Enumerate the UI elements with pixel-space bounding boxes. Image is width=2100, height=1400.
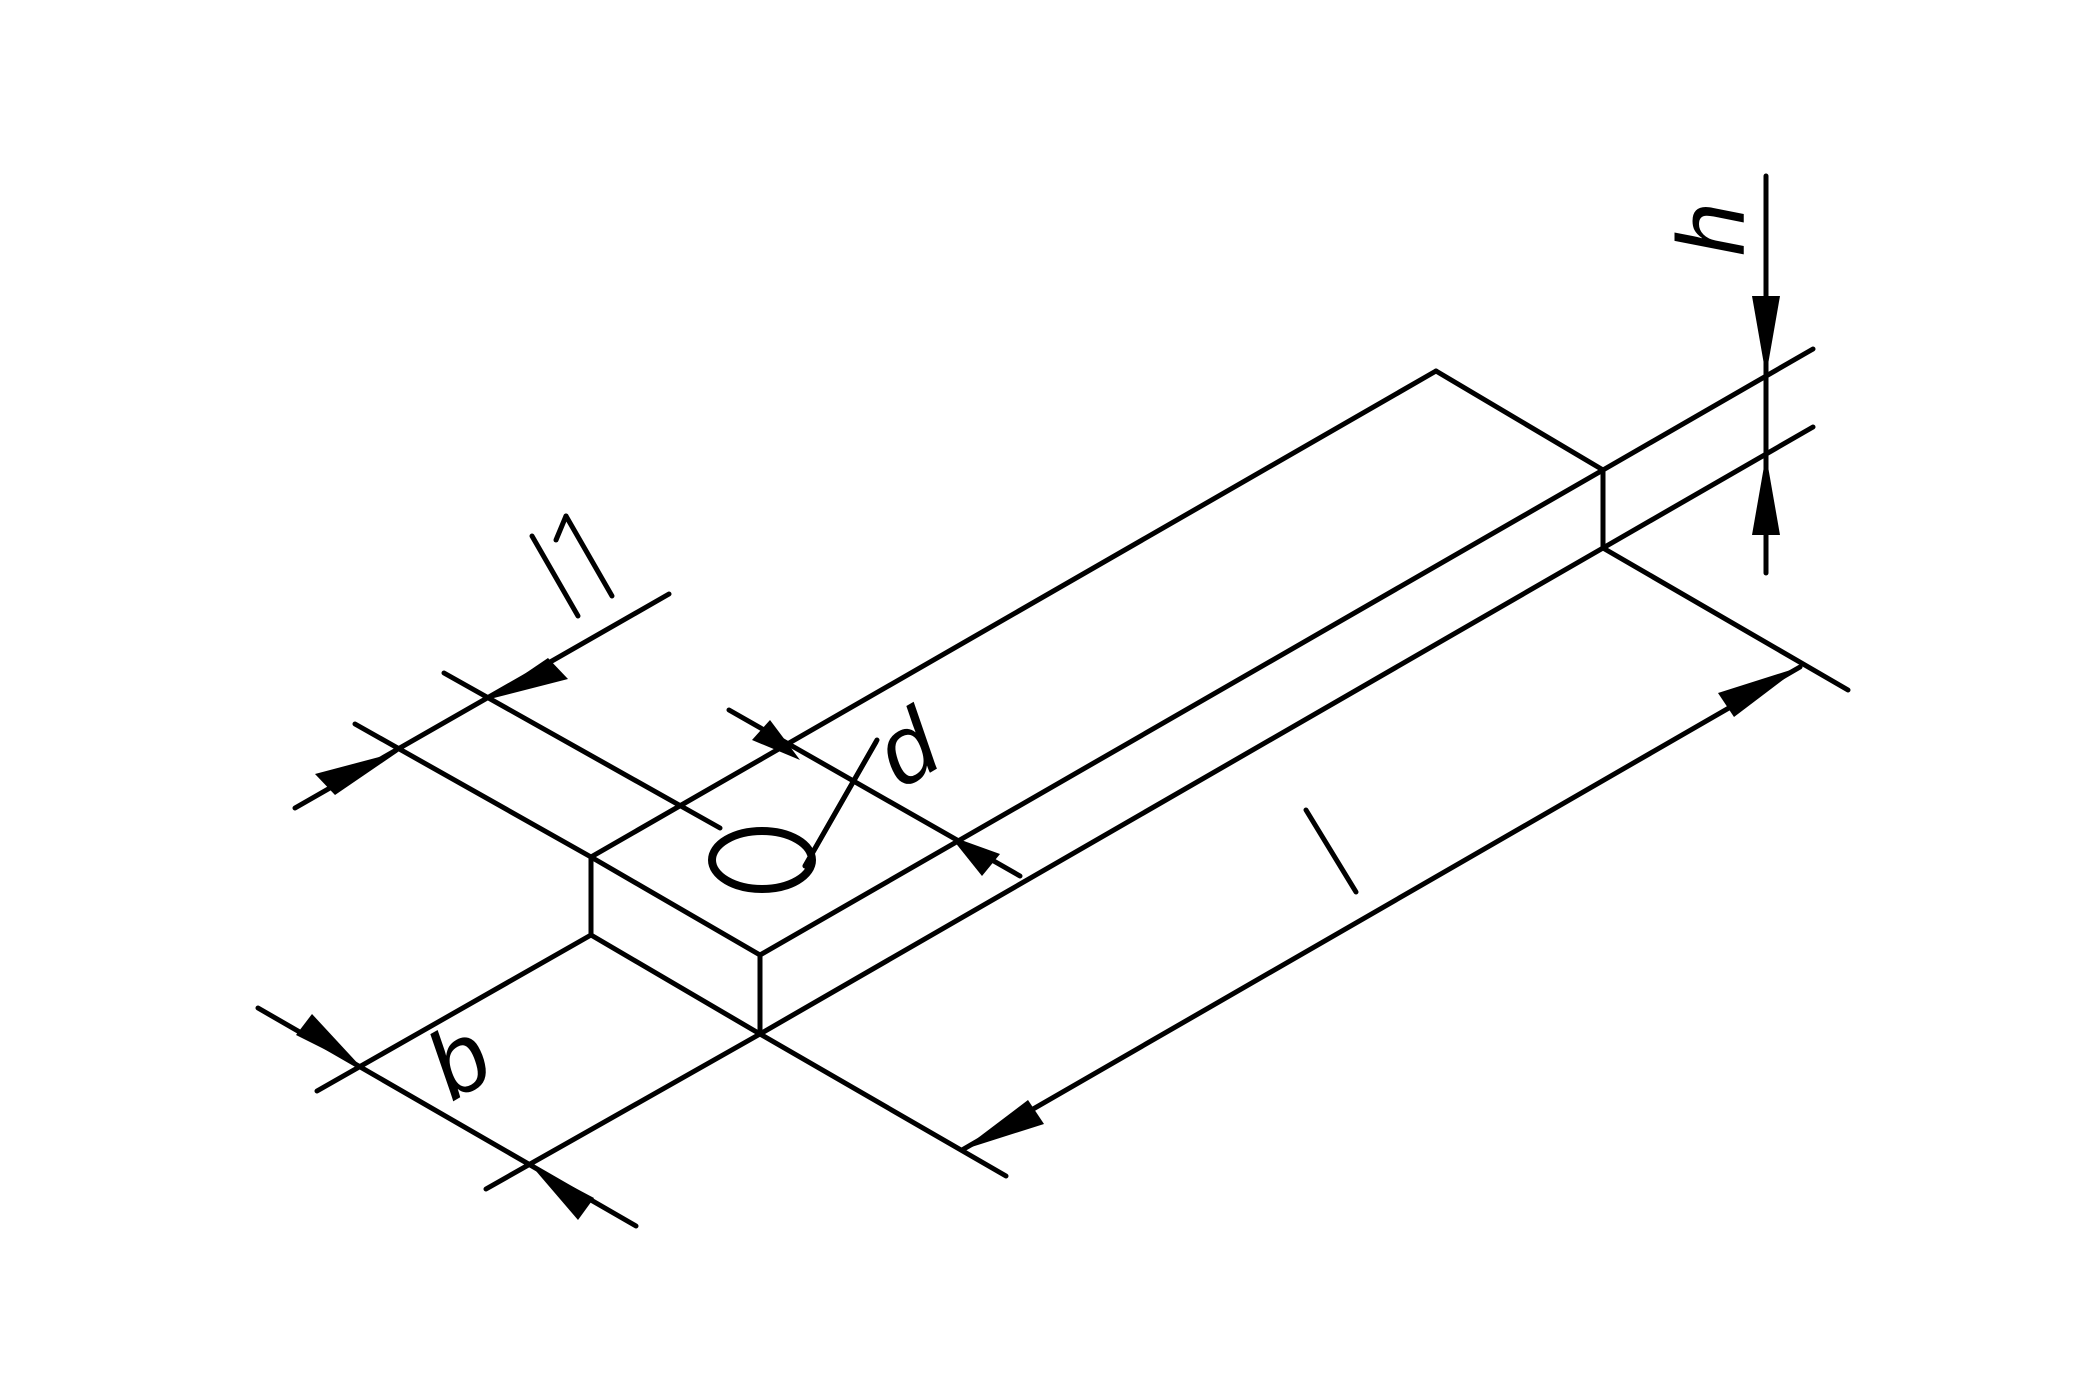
- l-label-stroke: [1303, 807, 1359, 895]
- b-arrow-right: [530, 1164, 594, 1220]
- h-extension-top: [1600, 346, 1816, 473]
- l-dimension-line: [959, 664, 1803, 1153]
- bottom-front-long-edge: [757, 545, 1606, 1037]
- l1-label-stroke-l: [529, 533, 581, 619]
- top-back-long-edge: [588, 368, 1439, 860]
- l1-label: l1: [529, 513, 615, 619]
- bar-body: [588, 368, 1606, 1037]
- l1-label-stroke-1: [563, 513, 615, 599]
- l1-extension-end: [352, 721, 594, 860]
- h-arrow-top: [1752, 296, 1780, 376]
- l1-arrow-left: [315, 752, 398, 795]
- top-front-long-edge: [757, 467, 1606, 958]
- top-left-short-edge: [588, 854, 763, 958]
- hole-ellipse: [708, 827, 816, 893]
- h-label: h: [1658, 203, 1765, 256]
- l-arrow-right: [1718, 667, 1800, 717]
- dimension-l1: l1: [292, 513, 723, 860]
- d-leader-line-upper: [802, 739, 879, 869]
- l1-label-stroke-1-flag: [553, 513, 569, 543]
- b-arrow-left: [296, 1014, 362, 1068]
- b-extension-left: [314, 932, 594, 1094]
- d-arrow-top: [752, 720, 800, 760]
- dimension-h: h: [1600, 173, 1816, 576]
- dimension-b: b: [255, 932, 763, 1229]
- h-extension-bottom: [1600, 424, 1816, 551]
- bottom-left-short-edge: [588, 932, 763, 1037]
- h-arrow-bottom: [1752, 455, 1780, 535]
- l-arrow-left: [962, 1100, 1044, 1150]
- dimension-l: l: [757, 545, 1851, 1179]
- top-back-short-edge: [1433, 368, 1606, 473]
- l-extension-right: [1600, 545, 1851, 693]
- l1-arrow-right: [486, 658, 568, 700]
- l-extension-left: [757, 1031, 1009, 1179]
- hole: [708, 827, 816, 893]
- d-arrow-bottom: [950, 836, 1000, 876]
